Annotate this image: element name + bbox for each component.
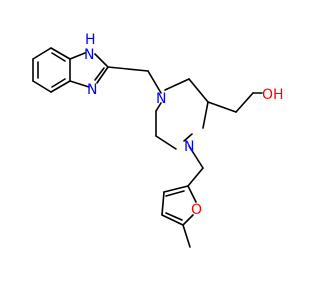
molecule-drawing: H N N N N O OH bbox=[32, 32, 284, 248]
piperazine-n4-label: N bbox=[184, 139, 194, 155]
imidazole-n-label: N bbox=[87, 82, 97, 98]
furan-ring bbox=[161, 185, 197, 248]
piperazine-n1-label: N bbox=[156, 91, 166, 107]
nh-h-label: H bbox=[85, 32, 96, 48]
linker-bonds bbox=[107, 66, 162, 94]
imidazole-ring bbox=[69, 52, 109, 88]
atom-labels: H N N N N O OH bbox=[84, 32, 284, 218]
hydroxyethyl-chain bbox=[207, 92, 263, 113]
furfuryl-linker bbox=[187, 145, 204, 187]
nh-n-label: N bbox=[84, 47, 94, 63]
benzene-ring bbox=[32, 47, 71, 93]
piperazine-ring bbox=[155, 78, 209, 150]
structure-canvas: H N N N N O OH bbox=[32, 32, 284, 248]
hydroxyl-label: OH bbox=[262, 87, 284, 103]
furan-o-label: O bbox=[191, 202, 202, 218]
